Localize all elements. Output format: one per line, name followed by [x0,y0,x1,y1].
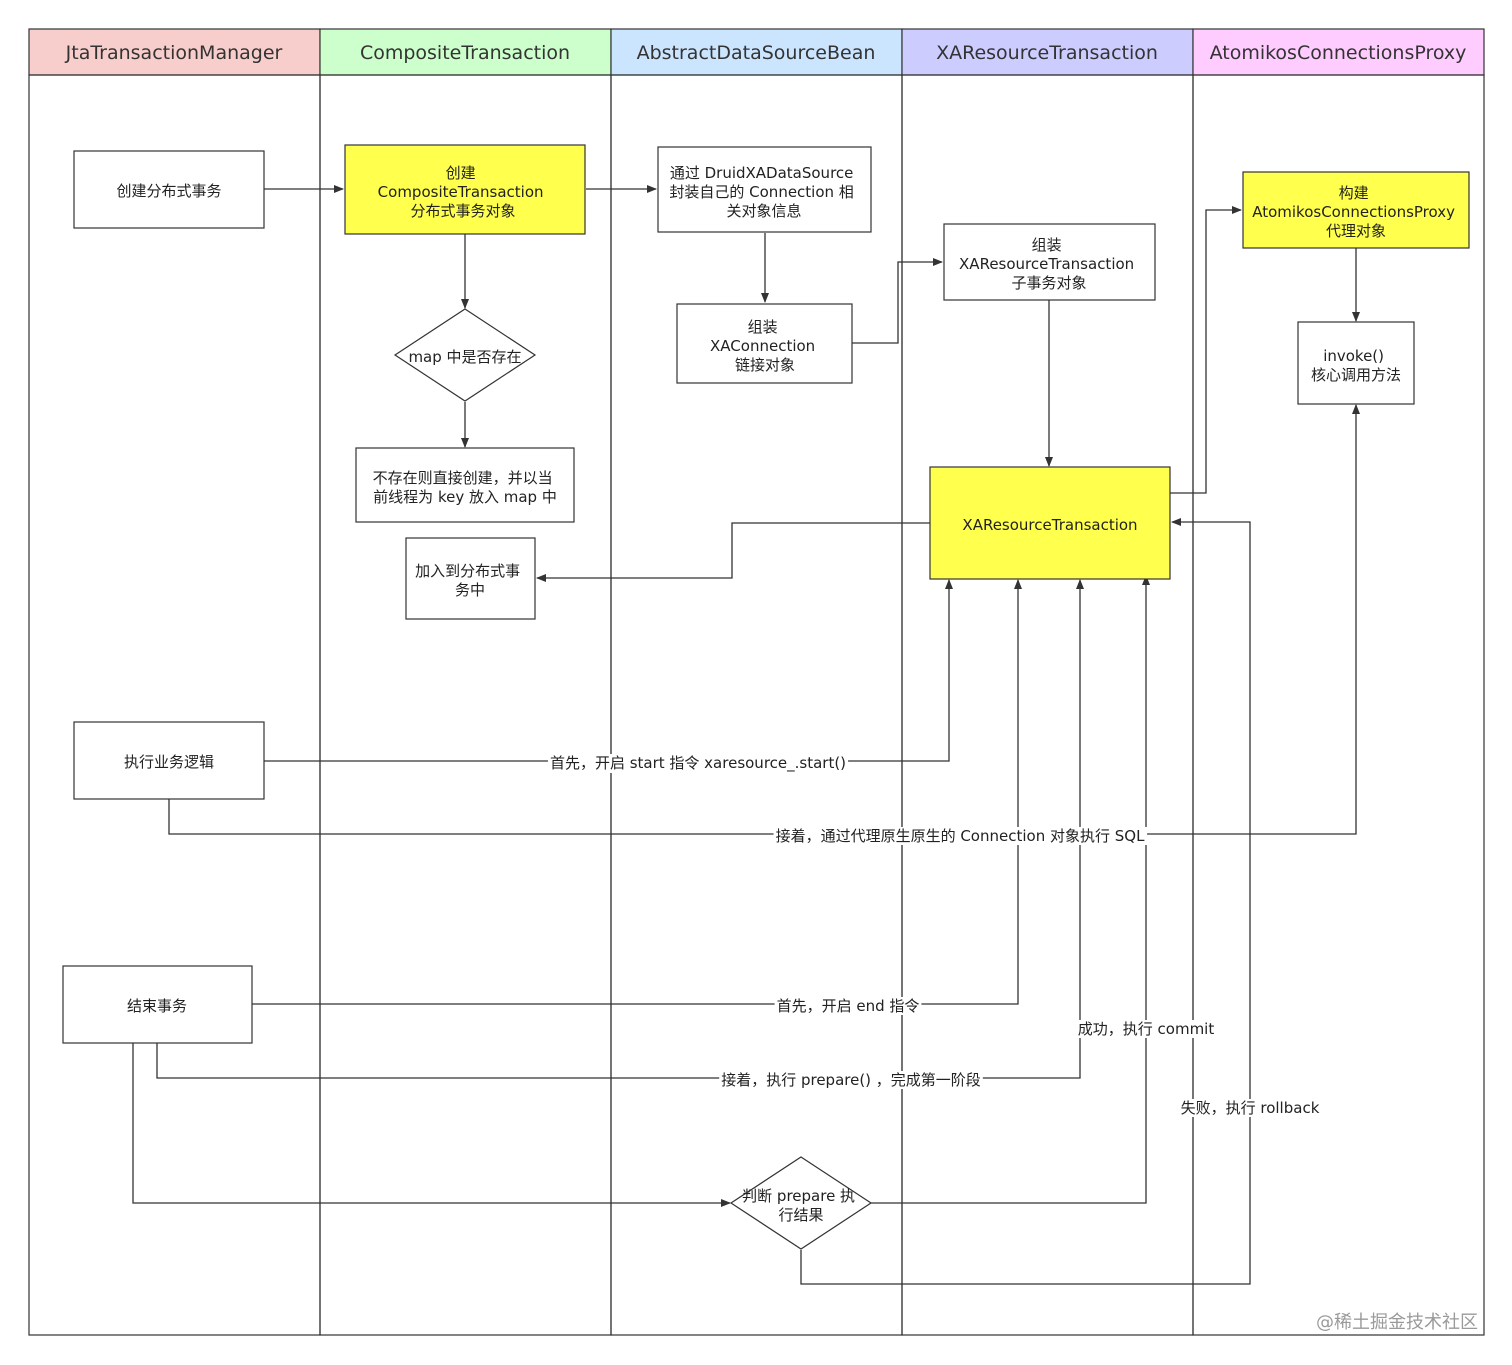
edge-xares-to-add [536,522,930,582]
edge-labels: 首先，开启 start 指令 xaresource_.start() 接着，通过… [547,754,1322,1117]
label-build-proxy: 构建 AtomikosConnectionsProxy 代理对象 [1252,184,1460,240]
edge-label-prepare-text: 接着，执行 prepare() ，完成第一阶段 [721,1071,981,1089]
label-assemble-xaconn: 组装 XAConnection 链接对象 [710,318,820,374]
lane-header-composite [319,28,612,76]
lane-title-abstract: AbstractDataSourceBean [637,42,876,64]
label-create-dist-tx: 创建分布式事务 [116,182,221,200]
lane-body-abstract [610,74,903,1336]
connectors [132,185,1360,1285]
edge-label-sql-text: 接着，通过代理原生原生的 Connection 对象执行 SQL [776,827,1146,845]
label-add-to-dist: 加入到分布式事 务中 [415,562,525,599]
node-xares-tx [929,466,1171,580]
edge-label-rollback-text: 失败，执行 rollback [1181,1099,1320,1117]
lane-body-jta [28,74,321,1336]
node-build-proxy [1242,171,1470,249]
node-assemble-xares [943,223,1156,301]
node-invoke [1297,321,1415,405]
node-end-tx [62,965,253,1044]
edge-label-start-text: 首先，开启 start 指令 xaresource_.start() [550,754,846,773]
watermark: @稀土掘金技术社区 [1316,1312,1478,1333]
edge-label-prepare: 接着，执行 prepare() ，完成第一阶段 [719,1071,983,1089]
lane-title-jta: JtaTransactionManager [65,42,283,64]
lane-header-jta [28,28,321,76]
lane-title-composite: CompositeTransaction [360,42,570,64]
label-invoke: invoke() 核心调用方法 [1311,347,1401,384]
edge-xaconn-to-xares [852,258,943,344]
label-assemble-xares: 组装 XAResourceTransaction 子事务对象 [959,236,1139,292]
label-end-tx: 结束事务 [127,997,187,1015]
label-judge-prepare: 判断 prepare 执 行结果 [742,1187,860,1224]
lane-headers: JtaTransactionManager CompositeTransacti… [28,28,1485,76]
lane-bodies [28,74,1485,1336]
edge-label-end: 首先，开启 end 指令 [774,997,922,1015]
lane-header-abstract [610,28,903,76]
label-xares-tx: XAResourceTransaction [962,516,1137,534]
edge-to-judge [132,1043,731,1207]
label-create-composite: 创建 CompositeTransaction 分布式事务对象 [378,164,549,220]
lane-title-proxy: AtomikosConnectionsProxy [1210,42,1467,64]
label-create-put-map: 不存在则直接创建，并以当 前线程为 key 放入 map 中 [373,469,558,506]
node-map-check [393,308,537,402]
node-labels: 创建分布式事务 创建 CompositeTransaction 分布式事务对象 … [116,164,1460,1224]
edge-start [264,579,953,762]
node-add-to-dist [405,537,536,620]
edge-commit [871,575,1150,1204]
edge-label-rollback: 失败，执行 rollback [1178,1099,1322,1117]
node-judge-prepare [729,1156,873,1250]
label-exec-business: 执行业务逻辑 [124,753,214,771]
node-exec-business [73,721,265,800]
nodes [62,144,1470,1250]
node-assemble-xaconn [676,303,853,384]
edge-rollback [800,518,1251,1285]
edge-label-sql: 接着，通过代理原生原生的 Connection 对象执行 SQL [773,827,1148,845]
edge-label-commit: 成功，执行 commit [1075,1020,1217,1038]
node-create-put-map [355,447,575,523]
node-create-dist-tx [73,150,265,229]
node-wrap-connection [657,146,872,233]
edge-label-commit-text: 成功，执行 commit [1078,1020,1215,1038]
label-wrap-connection: 通过 DruidXADataSource 封装自己的 Connection 相 … [669,164,858,220]
lane-body-proxy [1192,74,1485,1336]
node-create-composite [344,144,586,235]
lane-title-xares: XAResourceTransaction [936,42,1158,64]
edge-sql [168,404,1360,835]
edge-label-start: 首先，开启 start 指令 xaresource_.start() [547,754,849,773]
edge-xares-to-proxy [1170,206,1242,494]
label-map-check: map 中是否存在 [408,348,521,366]
edge-label-end-text: 首先，开启 end 指令 [777,997,920,1015]
lane-header-xares [901,28,1194,76]
edge-end [252,579,1022,1005]
